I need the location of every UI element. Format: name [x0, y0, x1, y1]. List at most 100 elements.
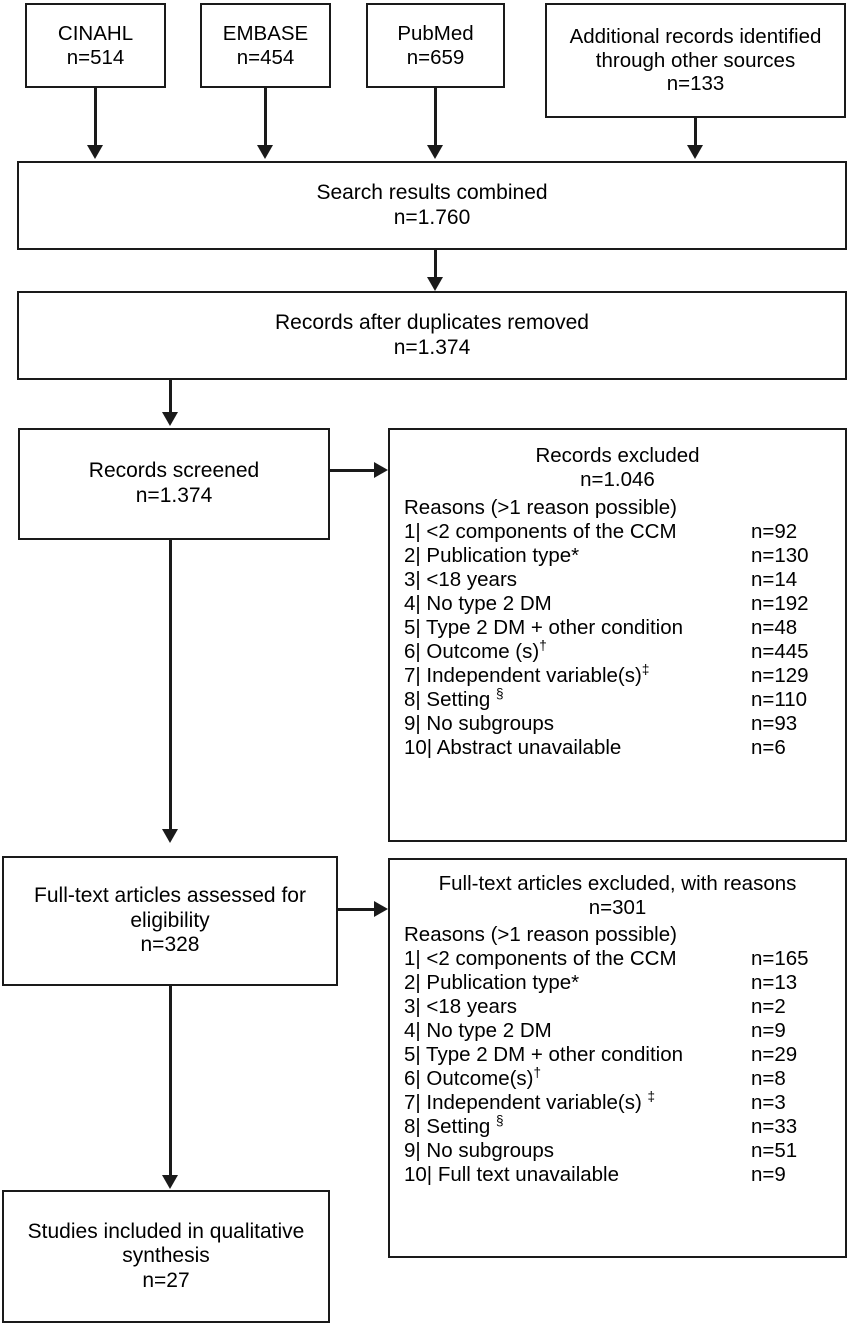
reason-label: 6| Outcome (s)† — [404, 638, 547, 663]
reason-label: 2| Publication type* — [404, 970, 580, 994]
combined-count: n=1.760 — [393, 205, 471, 229]
reason-row: 7| Independent variable(s) ‡ n=3 — [404, 1089, 845, 1115]
reason-row: 6| Outcome(s)† n=8 — [404, 1065, 845, 1091]
source-count: n=514 — [66, 45, 125, 69]
included-line1: Studies included in qualitative — [27, 1219, 305, 1243]
reason-label: 9| No subgroups — [404, 1138, 555, 1162]
reason-count: n=92 — [751, 519, 798, 543]
reason-count: n=93 — [751, 711, 798, 735]
source-box-cinahl: CINAHL n=514 — [25, 3, 166, 88]
reason-footnote-marker: † — [539, 638, 547, 654]
fulltext-assessed-line2: eligibility — [130, 908, 210, 932]
records-screened-box: Records screened n=1.374 — [18, 428, 330, 540]
additional-records-line2: through other sources — [595, 48, 796, 72]
arrow-additional-to-combined — [687, 145, 703, 159]
reason-label: 4| No type 2 DM — [404, 1018, 552, 1042]
connector-screened-to-fulltext — [169, 540, 172, 830]
arrow-fulltext-to-excluded — [374, 901, 388, 917]
reason-label: 9| No subgroups — [404, 711, 555, 735]
reason-count: n=6 — [751, 735, 786, 759]
screened-count: n=1.374 — [135, 484, 213, 507]
reason-footnote-marker: ‡ — [647, 1089, 656, 1105]
reason-label: 8| Setting § — [404, 686, 504, 711]
reason-label: 5| Type 2 DM + other condition — [404, 615, 684, 639]
records-excluded-reasons-lead: Reasons (>1 reason possible) — [404, 495, 677, 519]
reason-count: n=33 — [751, 1114, 798, 1138]
additional-records-line1: Additional records identified — [569, 24, 822, 48]
reason-count: n=9 — [751, 1162, 786, 1186]
records-excluded-label: Records excluded — [535, 444, 700, 467]
reason-row: 7| Independent variable(s)‡ n=129 — [404, 662, 845, 688]
connector-pubmed-to-combined — [434, 88, 437, 146]
arrow-fulltext-to-included — [162, 1175, 178, 1189]
reason-row: 9| No subgroups n=93 — [404, 712, 845, 736]
arrow-dedup-to-screened — [162, 412, 178, 426]
reason-count: n=110 — [751, 687, 808, 711]
fulltext-excluded-header: Full-text articles excluded, with reason… — [390, 872, 845, 920]
reason-label: 1| <2 components of the CCM — [404, 946, 677, 970]
reason-label: 7| Independent variable(s)‡ — [404, 662, 650, 687]
screened-label: Records screened — [88, 459, 260, 483]
reason-count: n=48 — [751, 615, 798, 639]
source-count: n=454 — [236, 45, 295, 69]
reason-row: 4| No type 2 DM n=9 — [404, 1019, 845, 1043]
reason-label: 7| Independent variable(s) ‡ — [404, 1089, 656, 1114]
reason-count: n=9 — [751, 1018, 786, 1042]
arrow-combined-to-dedup — [427, 277, 443, 291]
reason-row: 6| Outcome (s)† n=445 — [404, 638, 845, 664]
source-box-pubmed: PubMed n=659 — [366, 3, 505, 88]
arrow-cinahl-to-combined — [87, 145, 103, 159]
reason-label: 2| Publication type* — [404, 543, 580, 567]
reason-row: 1| <2 components of the CCM n=92 — [404, 520, 845, 544]
dedup-label: Records after duplicates removed — [275, 310, 589, 334]
reason-row: 2| Publication type* n=13 — [404, 971, 845, 995]
reason-label: 6| Outcome(s)† — [404, 1065, 542, 1090]
reason-row: 5| Type 2 DM + other condition n=48 — [404, 616, 845, 640]
fulltext-assessed-count: n=328 — [140, 933, 200, 957]
reason-count: n=2 — [751, 994, 786, 1018]
fulltext-excluded-label: Full-text articles excluded, with reason… — [438, 872, 797, 895]
included-line2: synthesis — [122, 1244, 210, 1268]
reason-row: 10| Full text unavailable n=9 — [404, 1163, 845, 1187]
fulltext-excluded-box: Full-text articles excluded, with reason… — [388, 858, 847, 1258]
connector-screened-to-excluded — [330, 469, 376, 472]
reason-footnote-marker: § — [495, 1113, 504, 1129]
connector-combined-to-dedup — [434, 250, 437, 278]
reason-count: n=14 — [751, 567, 798, 591]
reason-count: n=8 — [751, 1066, 786, 1090]
connector-embase-to-combined — [264, 88, 267, 146]
additional-records-count: n=133 — [666, 72, 725, 96]
records-after-duplicates-box: Records after duplicates removed n=1.374 — [17, 291, 847, 380]
reason-row: 2| Publication type*n=130 — [404, 544, 845, 568]
source-name: CINAHL — [57, 21, 134, 45]
reason-count: n=192 — [751, 591, 809, 615]
reason-count: n=3 — [751, 1090, 786, 1114]
arrow-screened-to-fulltext — [162, 829, 178, 843]
fulltext-excluded-reasons-lead: Reasons (>1 reason possible) — [404, 922, 677, 946]
reason-row: 8| Setting § n=110 — [404, 686, 845, 712]
source-box-embase: EMBASE n=454 — [200, 3, 331, 88]
reason-label: 10| Full text unavailable — [404, 1162, 620, 1186]
reason-count: n=445 — [751, 639, 809, 663]
reason-count: n=29 — [751, 1042, 798, 1066]
reason-label: 3| <18 years — [404, 994, 518, 1018]
connector-cinahl-to-combined — [94, 88, 97, 146]
reason-count: n=13 — [751, 970, 798, 994]
source-name: PubMed — [397, 21, 474, 45]
reason-label: 1| <2 components of the CCM — [404, 519, 677, 543]
reason-count: n=129 — [751, 663, 809, 687]
reason-label: 8| Setting § — [404, 1113, 504, 1138]
fulltext-excluded-count: n=301 — [588, 895, 647, 919]
search-results-combined-box: Search results combined n=1.760 — [17, 161, 847, 250]
reason-footnote-marker: ‡ — [641, 662, 650, 678]
records-excluded-header: Records excluded n=1.046 — [390, 444, 845, 492]
records-excluded-box: Records excluded n=1.046 Reasons (>1 rea… — [388, 428, 847, 842]
